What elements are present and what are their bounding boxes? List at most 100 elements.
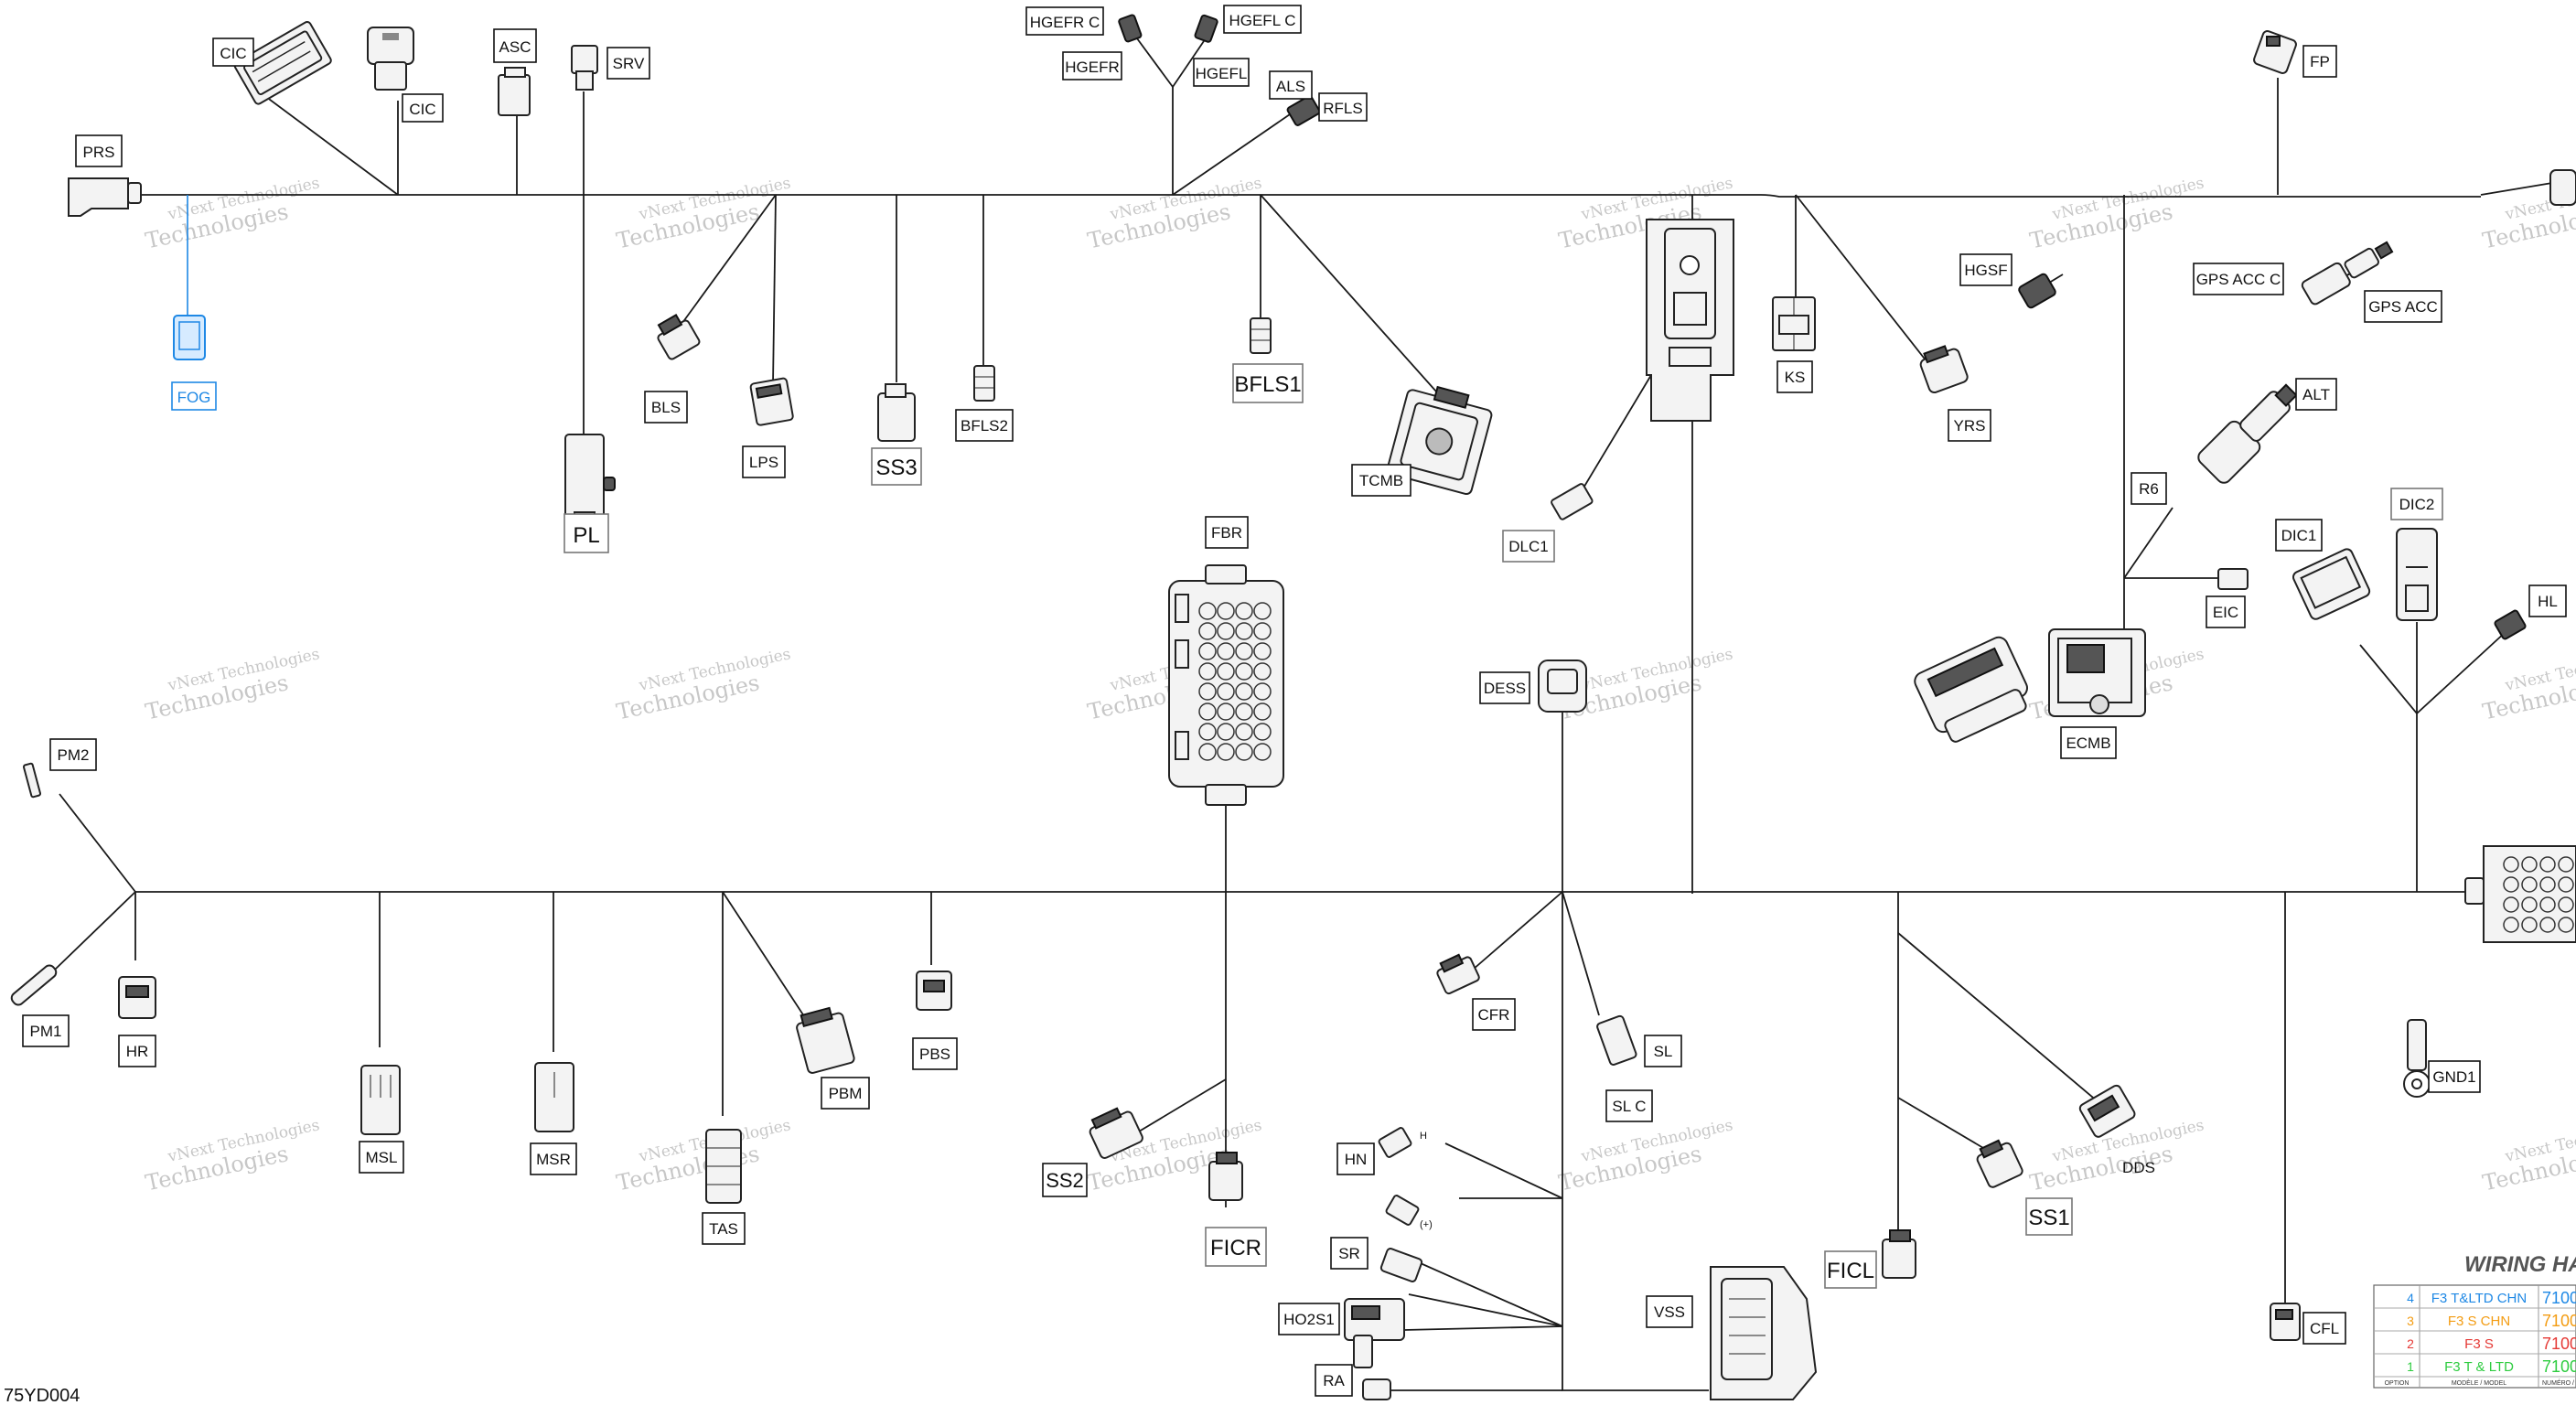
connector-ks[interactable] <box>1772 296 1816 351</box>
connector-ss2[interactable] <box>1086 1104 1144 1160</box>
connector-hl[interactable] <box>2494 609 2527 640</box>
connector-gps-acc[interactable] <box>2301 236 2396 306</box>
label-lps[interactable]: LPS <box>742 445 786 478</box>
connector-ecmb-plug[interactable] <box>1912 635 2036 748</box>
connector-ficr[interactable] <box>1208 1152 1243 1201</box>
connector-cfr[interactable] <box>1433 951 1480 995</box>
connector-dds[interactable] <box>2078 1084 2136 1139</box>
label-hl[interactable]: HL <box>2528 585 2567 617</box>
connector-rfls[interactable] <box>1286 95 1321 126</box>
label-cfl[interactable]: CFL <box>2302 1312 2346 1345</box>
label-bfls2[interactable]: BFLS2 <box>955 409 1014 442</box>
connector-alt[interactable] <box>2195 376 2305 486</box>
label-ks[interactable]: KS <box>1776 360 1813 393</box>
label-cfr[interactable]: CFR <box>1472 998 1516 1031</box>
label-asc[interactable]: ASC <box>493 28 537 63</box>
connector-dic1[interactable] <box>2292 547 2371 620</box>
label-gnd1[interactable]: GND1 <box>2428 1060 2481 1093</box>
connector-hgefl[interactable] <box>1194 14 1218 43</box>
connector-tas[interactable] <box>705 1129 742 1204</box>
label-hn[interactable]: HN <box>1336 1142 1375 1175</box>
label-hgefr[interactable]: HGEFR <box>1062 51 1122 80</box>
connector-hr[interactable] <box>118 976 156 1019</box>
label-hgefl[interactable]: HGEFL <box>1193 58 1250 87</box>
label-pbm[interactable]: PBM <box>821 1077 870 1110</box>
label-dess[interactable]: DESS <box>1479 671 1530 704</box>
connector-tcmb[interactable] <box>1386 380 1495 496</box>
connector-msl[interactable] <box>360 1065 401 1135</box>
connector-pbs[interactable] <box>916 971 952 1011</box>
ground-ring-gnd1[interactable] <box>2403 1019 2431 1098</box>
label-dds[interactable]: DDS <box>2122 1159 2155 1176</box>
label-cic-small[interactable]: CIC <box>402 93 444 123</box>
label-prs[interactable]: PRS <box>75 134 123 167</box>
connector-prs[interactable] <box>68 177 142 217</box>
label-dic1[interactable]: DIC1 <box>2275 519 2323 552</box>
connector-vss[interactable] <box>1710 1266 1818 1400</box>
connector-yrs[interactable] <box>1917 342 1969 394</box>
label-ficl[interactable]: FICL <box>1824 1250 1877 1289</box>
label-hgsf[interactable]: HGSF <box>1959 253 2012 286</box>
connector-right-edge-top[interactable] <box>2549 169 2576 206</box>
connector-cfl[interactable] <box>2270 1303 2301 1341</box>
connector-asc[interactable] <box>498 67 531 116</box>
label-gps-acc[interactable]: GPS ACC <box>2364 290 2442 323</box>
connector-srv[interactable] <box>571 45 598 91</box>
label-bls[interactable]: BLS <box>644 391 688 424</box>
label-fbr[interactable]: FBR <box>1205 516 1249 549</box>
label-fp[interactable]: FP <box>2302 45 2337 78</box>
connector-hn[interactable] <box>1378 1127 1420 1226</box>
connector-right-edge-ecm[interactable] <box>2464 845 2576 943</box>
label-hgefl-c[interactable]: HGEFL C <box>1223 5 1302 34</box>
label-pbs[interactable]: PBS <box>912 1037 958 1070</box>
connector-cic-large[interactable] <box>233 20 332 106</box>
label-eic[interactable]: EIC <box>2206 595 2246 628</box>
label-dlc1[interactable]: DLC1 <box>1502 530 1555 563</box>
connector-ss3[interactable] <box>877 383 916 442</box>
label-alt[interactable]: ALT <box>2295 378 2337 411</box>
connector-bfls1[interactable] <box>1250 317 1272 354</box>
connector-pm2[interactable] <box>22 762 42 799</box>
connector-ss1[interactable] <box>1973 1137 2023 1189</box>
connector-ecmb-socket[interactable] <box>2048 628 2146 717</box>
connector-msr[interactable] <box>534 1062 574 1132</box>
label-gps-acc-c[interactable]: GPS ACC C <box>2193 263 2284 295</box>
label-fog[interactable]: FOG <box>171 381 217 411</box>
connector-cic-small[interactable] <box>367 27 414 91</box>
connector-bfls2[interactable] <box>973 365 995 402</box>
label-ficr[interactable]: FICR <box>1205 1227 1267 1267</box>
label-sl-c[interactable]: SL C <box>1605 1089 1653 1122</box>
label-ss3[interactable]: SS3 <box>871 447 922 486</box>
connector-dic2[interactable] <box>2396 528 2438 621</box>
label-srv[interactable]: SRV <box>606 47 650 80</box>
connector-hgsf[interactable] <box>2018 273 2056 309</box>
label-sr[interactable]: SR <box>1330 1237 1368 1270</box>
label-ss1[interactable]: SS1 <box>2025 1197 2073 1236</box>
fuse-box-fbr[interactable] <box>1168 564 1284 806</box>
connector-lps[interactable] <box>749 377 794 426</box>
connector-ra[interactable] <box>1362 1378 1391 1400</box>
connector-pl[interactable] <box>564 434 616 522</box>
label-cic-large[interactable]: CIC <box>212 38 254 67</box>
connector-sr[interactable] <box>1379 1248 1423 1282</box>
label-ho2s1[interactable]: HO2S1 <box>1278 1303 1340 1335</box>
label-als[interactable]: ALS <box>1269 70 1313 100</box>
connector-dlc1[interactable] <box>1551 483 1594 520</box>
label-tcmb[interactable]: TCMB <box>1351 464 1411 497</box>
connector-eic[interactable] <box>2217 568 2249 590</box>
label-ra[interactable]: RA <box>1315 1364 1353 1397</box>
label-msr[interactable]: MSR <box>530 1142 577 1175</box>
connector-pm1[interactable] <box>9 963 58 1007</box>
connector-fog[interactable] <box>173 315 206 360</box>
label-sl[interactable]: SL <box>1644 1035 1682 1067</box>
connector-ho2s1[interactable] <box>1344 1298 1405 1368</box>
connector-sl[interactable] <box>1596 1014 1637 1066</box>
label-pl[interactable]: PL <box>564 513 609 553</box>
label-yrs[interactable]: YRS <box>1948 409 1991 442</box>
label-pm2[interactable]: PM2 <box>49 738 97 771</box>
label-pm1[interactable]: PM1 <box>22 1014 70 1047</box>
label-rfls[interactable]: RFLS <box>1318 92 1368 122</box>
label-bfls1[interactable]: BFLS1 <box>1232 363 1304 403</box>
connector-fp[interactable] <box>2253 30 2298 75</box>
label-dic2[interactable]: DIC2 <box>2390 488 2443 520</box>
